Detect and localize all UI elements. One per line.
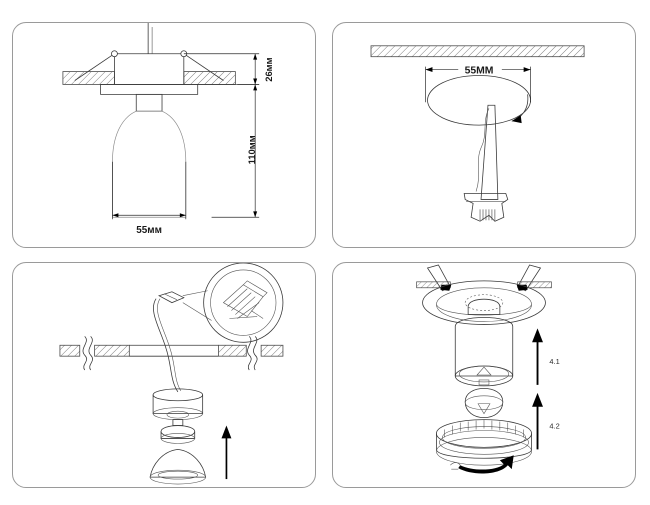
ceiling-line [416, 281, 552, 289]
terminal-block [158, 291, 185, 304]
cutout-circle [427, 75, 531, 126]
twist-rotation-arrow [450, 455, 514, 474]
supply-cable [147, 23, 153, 54]
assembly-direction-arrow [221, 425, 232, 480]
step-arrow-4-1: 4.1 [532, 328, 560, 385]
diffuser-shade [149, 448, 207, 485]
supply-cable [153, 298, 182, 393]
panel-ceiling-cutout-step: 55MM [332, 22, 636, 248]
panel-fixture-section-dimensions: 26мм 110мм 55мм [12, 22, 316, 248]
ceiling-slab-center [129, 344, 219, 357]
diffuser-twist-ring [436, 419, 532, 466]
panel-assembly-step: 4.1 4.2 [332, 262, 636, 488]
fixture-can [152, 388, 204, 420]
hole-saw-tool [475, 104, 499, 200]
ceiling-slab-left [59, 336, 130, 371]
ceiling-slab [370, 45, 585, 58]
spring-clip-left [74, 50, 118, 81]
step-label-4-1: 4.1 [549, 357, 559, 366]
ceiling-slab-left [62, 71, 115, 85]
trim-flange [100, 84, 199, 95]
lamp-neck [135, 93, 163, 112]
dimension-55mm: 55мм [112, 161, 187, 236]
fixture-can-cylinder [454, 317, 514, 387]
lamp-bulb [112, 110, 187, 218]
detail-circle [203, 263, 284, 343]
fixture-neck [467, 298, 501, 315]
lamp-socket [160, 419, 196, 444]
trim-ring [422, 280, 546, 325]
ceiling-slab-right [183, 71, 236, 85]
dimension-label-55mm: 55мм [136, 225, 162, 236]
step-label-4-2: 4.2 [549, 422, 559, 431]
dimension-label-55mm-hole: 55MM [465, 66, 494, 77]
dimension-55mm-hole: 55MM [425, 66, 531, 103]
dimension-label-26mm: 26мм [263, 57, 274, 81]
dimension-label-110mm: 110мм [246, 135, 257, 164]
dimension-110mm: 110мм [211, 84, 260, 218]
tool-chuck [463, 193, 509, 222]
lamp-socket [476, 366, 492, 386]
detail-leader-lines [182, 290, 212, 321]
step-arrow-4-2: 4.2 [532, 392, 560, 450]
lamp-bulb [464, 388, 504, 419]
fixture-can-body [114, 53, 185, 85]
panel-wiring-step [12, 262, 316, 488]
rotation-arrow [511, 94, 529, 124]
